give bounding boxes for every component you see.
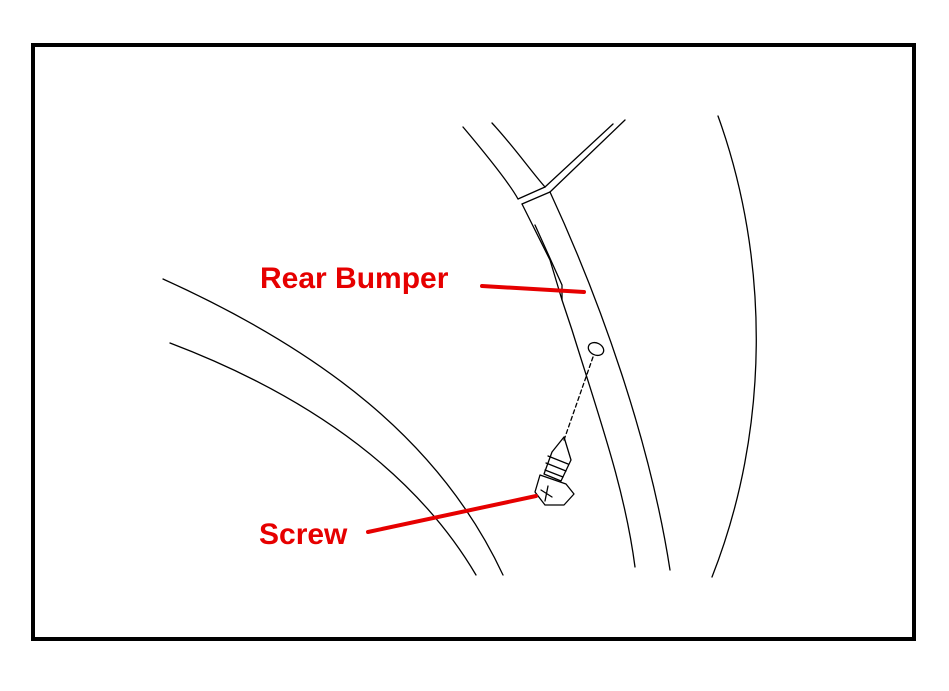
bumper-top-flange-1 xyxy=(544,123,614,188)
rear-bumper-leader-line xyxy=(480,284,586,294)
bumper-corner-2 xyxy=(521,191,551,205)
body-panel-curve xyxy=(711,115,757,578)
bumper-notch xyxy=(534,224,563,301)
bumper-corner-1 xyxy=(517,186,546,200)
bumper-outer-edge xyxy=(549,191,671,571)
mounting-hole xyxy=(587,341,605,357)
bumper-top-edge-inner xyxy=(491,122,546,188)
screw-leader-line xyxy=(366,494,538,534)
wheel-arch-outer xyxy=(162,278,504,576)
screw-label: Screw xyxy=(259,518,348,551)
bumper-top-edge-outer xyxy=(462,126,519,200)
screw-graphic xyxy=(534,436,575,506)
bumper-top-flange-2 xyxy=(549,119,626,193)
wheel-arch-inner xyxy=(169,342,477,576)
bumper-inner-edge xyxy=(521,203,636,568)
alignment-dashed-line xyxy=(563,356,594,441)
diagram-frame xyxy=(31,43,916,641)
rear-bumper-label: Rear Bumper xyxy=(260,262,449,295)
